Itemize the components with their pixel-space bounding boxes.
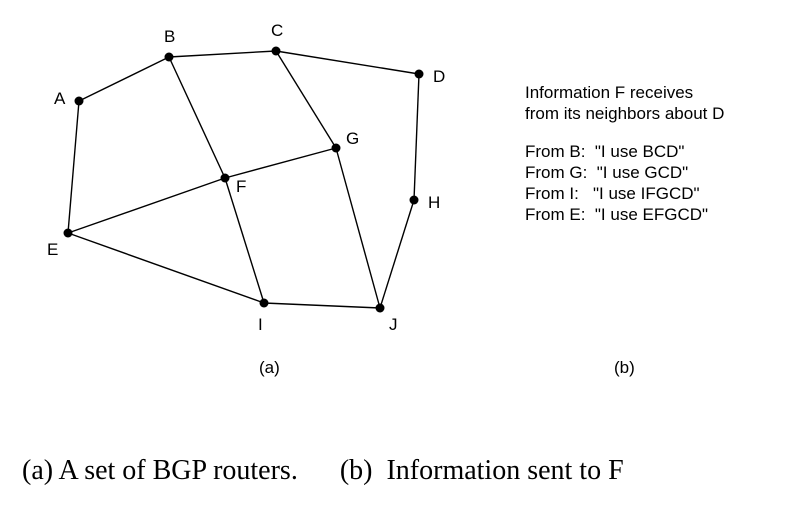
- router-label-i: I: [258, 315, 263, 334]
- router-node-h: [409, 195, 419, 205]
- edge-e-f: [67, 177, 226, 234]
- graph-edges: [67, 50, 420, 309]
- info-line-from-b: From B: "I use BCD": [525, 142, 685, 161]
- edge-c-g: [275, 50, 337, 149]
- router-node-e: [63, 228, 73, 238]
- edge-i-j: [263, 302, 381, 309]
- spacer: [525, 124, 724, 141]
- edge-b-c: [168, 50, 277, 58]
- router-label-h: H: [428, 193, 440, 212]
- router-label-j: J: [389, 315, 398, 334]
- edge-b-f: [168, 56, 226, 179]
- edge-g-j: [335, 147, 381, 309]
- edge-e-i: [67, 232, 265, 304]
- router-node-i: [259, 298, 269, 308]
- edge-a-e: [67, 100, 80, 234]
- router-node-j: [375, 303, 385, 313]
- edge-d-h: [413, 73, 420, 201]
- subfigure-a-label: (a): [259, 358, 280, 377]
- router-node-c: [271, 46, 281, 56]
- router-node-b: [164, 52, 174, 62]
- router-node-g: [331, 143, 341, 153]
- edge-h-j: [379, 199, 415, 309]
- info-panel: Information F receives from its neighbor…: [525, 82, 724, 225]
- router-label-e: E: [47, 240, 58, 259]
- router-label-b: B: [164, 27, 175, 46]
- router-node-f: [220, 173, 230, 183]
- router-label-a: A: [54, 89, 66, 108]
- router-node-d: [414, 69, 424, 79]
- info-line-from-i: From I: "I use IFGCD": [525, 184, 700, 203]
- subfigure-b-label: (b): [614, 358, 635, 377]
- bgp-router-graph: A B C D E F G H I J (a) (b): [47, 21, 635, 377]
- info-heading-line-1: Information F receives: [525, 83, 694, 102]
- router-label-c: C: [271, 21, 283, 40]
- edge-a-b: [78, 56, 170, 102]
- router-label-d: D: [433, 67, 445, 86]
- router-node-a: [74, 96, 84, 106]
- info-line-from-g: From G: "I use GCD": [525, 163, 689, 182]
- edge-f-g: [224, 147, 337, 179]
- router-label-f: F: [236, 177, 246, 196]
- edge-c-d: [275, 50, 420, 75]
- figure-caption: (a) A set of BGP routers. (b) Informatio…: [22, 455, 624, 486]
- graph-nodes: A B C D E F G H I J: [47, 21, 445, 334]
- info-heading-line-2: from its neighbors about D: [525, 104, 725, 123]
- edge-f-i: [224, 177, 265, 304]
- info-line-from-e: From E: "I use EFGCD": [525, 205, 709, 224]
- router-label-g: G: [346, 129, 359, 148]
